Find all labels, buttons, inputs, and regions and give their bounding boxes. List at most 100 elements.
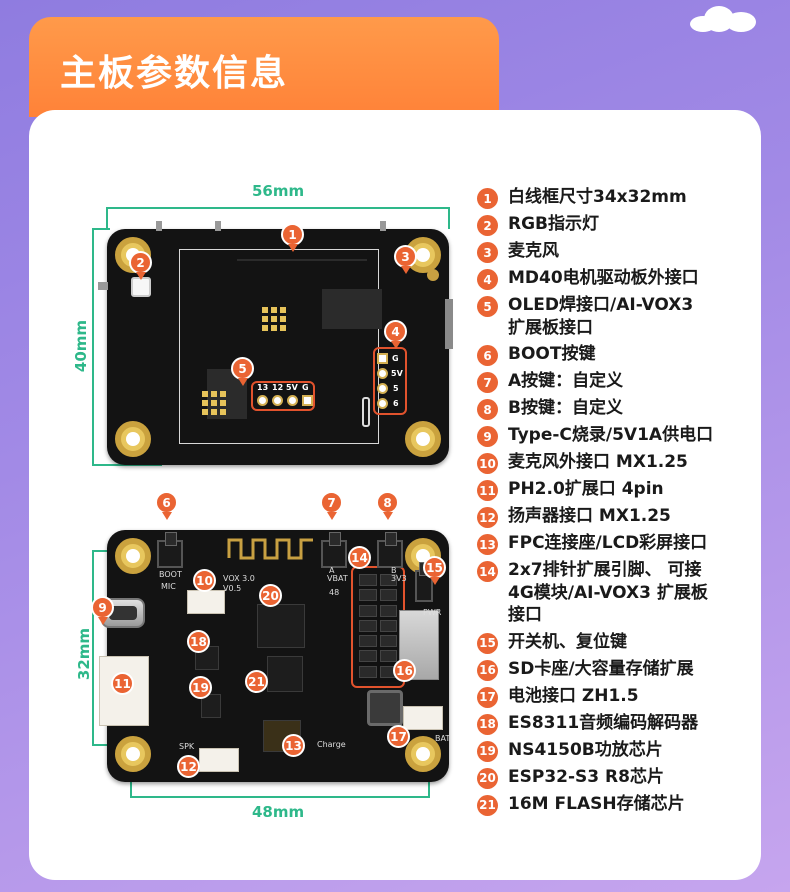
label-b: B <box>391 566 397 575</box>
legend-number: 6 <box>477 345 498 366</box>
component-legend: 1 白线框尺寸34x32mm 2 RGB指示灯 3 麦克风 4 MD40电机驱动… <box>477 186 747 820</box>
pin-hole <box>377 368 388 379</box>
boot-button[interactable] <box>157 532 183 568</box>
marker-11: 11 <box>111 672 134 695</box>
dim-tick <box>92 550 114 552</box>
legend-text: FPC连接座/LCD彩屏接口 <box>508 533 708 553</box>
marker-6: 6 <box>155 491 178 520</box>
pin-label: 6 <box>393 399 399 408</box>
flash-chip <box>267 656 303 692</box>
switch-nub <box>98 282 108 290</box>
legend-text: ES8311音频编码解码器 <box>508 712 699 733</box>
pin-label: G <box>392 354 399 363</box>
mount-hole <box>405 736 441 772</box>
legend-text: PH2.0扩展口 4pin <box>508 479 664 499</box>
microphone <box>427 269 439 281</box>
page-title: 主板参数信息 <box>60 53 289 94</box>
pin-label: 13 <box>257 383 269 392</box>
dim-bottom-width-label: 48mm <box>252 803 305 821</box>
b-button[interactable] <box>377 532 403 568</box>
header-2x7 <box>355 570 401 682</box>
legend-number: 10 <box>477 453 498 474</box>
marker-8: 8 <box>376 491 399 520</box>
marker-4: 4 <box>384 320 407 349</box>
legend-number: 20 <box>477 767 498 789</box>
legend-text: RGB指示灯 <box>508 214 600 234</box>
trace <box>237 259 367 261</box>
button-nub <box>156 221 162 231</box>
pin-label: G <box>302 383 309 392</box>
legend-item: 19 NS4150B功放芯片 <box>477 739 747 762</box>
legend-item: 16 SD卡座/大容量存储扩展 <box>477 658 747 681</box>
speaker-connector <box>199 748 239 772</box>
legend-item: 4 MD40电机驱动板外接口 <box>477 267 747 290</box>
battery-connector <box>403 706 443 730</box>
white-frame-outline <box>179 249 379 444</box>
label-mic: MIC <box>161 582 176 591</box>
legend-number: 13 <box>477 534 498 555</box>
a-button[interactable] <box>321 532 347 568</box>
trace <box>322 289 382 329</box>
mount-hole <box>115 538 151 574</box>
legend-number: 11 <box>477 480 498 501</box>
marker-19: 19 <box>189 676 212 699</box>
legend-text: 麦克风 <box>508 241 559 261</box>
legend-number: 9 <box>477 426 498 447</box>
pin-label: 5V <box>391 369 403 378</box>
legend-text: BOOT按键 <box>508 344 596 364</box>
marker-17: 17 <box>387 725 410 748</box>
dim-tick <box>92 744 114 746</box>
rgb-led <box>131 277 151 297</box>
legend-number: 14 <box>477 561 498 582</box>
legend-number: 4 <box>477 269 498 290</box>
label-bat: BAT <box>435 734 451 743</box>
pin-hole <box>377 383 388 394</box>
label-charge: Charge <box>317 740 346 749</box>
button-nub <box>380 221 386 231</box>
usb-edge <box>445 299 453 349</box>
legend-text: A按键：自定义 <box>508 371 624 391</box>
legend-item: 1 白线框尺寸34x32mm <box>477 186 747 209</box>
dim-top-height-line <box>92 228 94 465</box>
legend-text: OLED焊接口/AI-VOX3 扩展板接口 <box>508 295 694 338</box>
legend-text: 麦克风外接口 MX1.25 <box>508 452 688 472</box>
legend-number: 3 <box>477 242 498 263</box>
legend-item: 13 FPC连接座/LCD彩屏接口 <box>477 532 747 555</box>
legend-number: 21 <box>477 794 498 816</box>
marker-5: 5 <box>231 357 254 386</box>
legend-text: NS4150B功放芯片 <box>508 739 663 760</box>
marker-1: 1 <box>281 223 304 252</box>
md40-header-box <box>373 347 407 415</box>
legend-item: 9 Type-C烧录/5V1A供电口 <box>477 424 747 447</box>
legend-number: 2 <box>477 215 498 236</box>
legend-text: B按键：自定义 <box>508 398 623 418</box>
dim-tick <box>448 207 450 229</box>
legend-text: 扬声器接口 MX1.25 <box>508 506 671 526</box>
ph20-connector <box>99 656 149 726</box>
dim-tick <box>428 770 430 798</box>
mic-connector <box>187 590 225 614</box>
pin-label: 5V <box>286 383 298 392</box>
label-pwr: PWR <box>423 608 442 617</box>
legend-number: 8 <box>477 399 498 420</box>
dim-tick <box>106 207 108 229</box>
legend-item: 21 16M FLASH存储芯片 <box>477 793 747 816</box>
legend-text: 16M FLASH存储芯片 <box>508 793 685 814</box>
cloud-decoration <box>690 6 760 32</box>
marker-10: 10 <box>193 569 216 592</box>
marker-3: 3 <box>394 245 417 274</box>
legend-item: 18 ES8311音频编码解码器 <box>477 712 747 735</box>
legend-item: 20 ESP32-S3 R8芯片 <box>477 766 747 789</box>
mount-hole <box>405 421 441 457</box>
legend-number: 19 <box>477 740 498 762</box>
legend-text: MD40电机驱动板外接口 <box>508 268 699 288</box>
legend-number: 18 <box>477 713 498 735</box>
dim-top-width-line <box>107 207 449 209</box>
legend-item: 7 A按键：自定义 <box>477 370 747 393</box>
pin-hole <box>287 395 298 406</box>
dim-tick <box>92 228 110 230</box>
legend-text: SD卡座/大容量存储扩展 <box>508 658 694 679</box>
dim-tick <box>130 770 132 798</box>
pcb-antenna <box>227 538 313 560</box>
esp32-chip <box>257 604 305 648</box>
